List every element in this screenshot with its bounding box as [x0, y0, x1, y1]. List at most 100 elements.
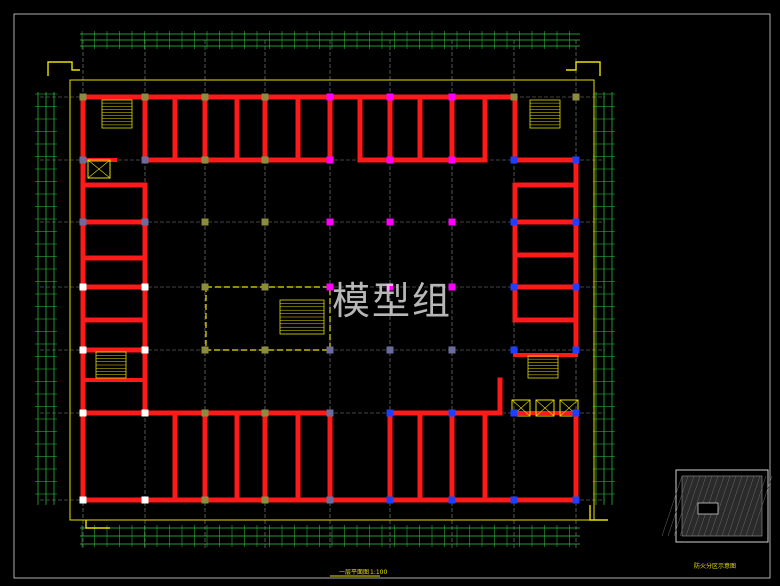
- column-46: [448, 346, 456, 354]
- drawing-frame: [13, 13, 771, 579]
- key-plan-hatch-line: [679, 475, 701, 537]
- column-13: [141, 496, 149, 504]
- column-34: [326, 496, 334, 504]
- site-outline: [69, 79, 595, 521]
- column-19: [201, 409, 209, 417]
- column-23: [261, 218, 269, 226]
- plan-scale: 1:100: [370, 569, 388, 576]
- column-45: [448, 283, 456, 291]
- column-4: [79, 346, 87, 354]
- key-plan-hatch-line: [685, 475, 707, 537]
- entrance-ne: [566, 61, 601, 76]
- column-2: [79, 218, 87, 226]
- column-1: [79, 156, 87, 164]
- column-17: [201, 283, 209, 291]
- column-25: [261, 346, 269, 354]
- stairs: [87, 99, 579, 417]
- column-31: [326, 283, 334, 291]
- key-plan-title: 防火分区示意图: [694, 563, 737, 570]
- column-16: [201, 218, 209, 226]
- column-49: [510, 93, 518, 101]
- key-plan-hatch-line: [751, 475, 773, 537]
- key-plan-hatch-line: [733, 475, 755, 537]
- key-plan-hatch-line: [721, 475, 743, 537]
- column-24: [261, 283, 269, 291]
- column-37: [386, 218, 394, 226]
- key-plan-hatch-line: [745, 475, 767, 537]
- key-plan-hatch-line: [667, 475, 689, 537]
- elevator-se-1: [535, 399, 555, 417]
- key-plan-frame: [675, 469, 769, 543]
- entrance-se: [589, 505, 608, 521]
- elevator-w-cross: [87, 159, 111, 179]
- plan-title: 一层平面图1:100: [339, 567, 387, 576]
- stair-frame-s-e: [527, 355, 559, 379]
- watermark-text: 模型组: [332, 279, 453, 323]
- column-56: [572, 93, 580, 101]
- plan-title-text: 一层平面图: [339, 569, 370, 576]
- column-0: [79, 93, 87, 101]
- column-38: [386, 283, 394, 291]
- column-21: [261, 93, 269, 101]
- column-36: [386, 156, 394, 164]
- column-33: [326, 409, 334, 417]
- column-61: [572, 409, 580, 417]
- column-11: [141, 346, 149, 354]
- column-51: [510, 218, 518, 226]
- axis-grid: [40, 40, 605, 548]
- atrium-outline: [205, 286, 331, 351]
- key-plan-atrium: [697, 502, 719, 515]
- column-9: [141, 218, 149, 226]
- column-6: [79, 496, 87, 504]
- elevator-se-cross: [535, 399, 555, 417]
- column-55: [510, 496, 518, 504]
- key-plan: [661, 469, 773, 543]
- entrance-nw: [47, 61, 80, 76]
- column-47: [448, 409, 456, 417]
- elevator-se-2: [559, 399, 579, 417]
- column-44: [448, 218, 456, 226]
- column-10: [141, 283, 149, 291]
- column-3: [79, 283, 87, 291]
- key-plan-hatch-line: [715, 475, 737, 537]
- column-8: [141, 156, 149, 164]
- column-52: [510, 283, 518, 291]
- column-35: [386, 93, 394, 101]
- column-54: [510, 409, 518, 417]
- column-26: [261, 409, 269, 417]
- elevator-se-cross: [559, 399, 579, 417]
- key-plan-hatch-line: [739, 475, 761, 537]
- column-14: [201, 93, 209, 101]
- column-5: [79, 409, 87, 417]
- entrance-sw: [85, 520, 110, 529]
- column-18: [201, 346, 209, 354]
- key-plan-hatch-line: [709, 475, 731, 537]
- column-40: [386, 409, 394, 417]
- columns: [79, 93, 580, 504]
- column-29: [326, 156, 334, 164]
- key-plan-hatch-line: [661, 475, 683, 537]
- column-20: [201, 496, 209, 504]
- column-60: [572, 346, 580, 354]
- column-42: [448, 93, 456, 101]
- stair-frame-nw: [101, 99, 133, 129]
- column-57: [572, 156, 580, 164]
- column-7: [141, 93, 149, 101]
- stair-frame-ne: [529, 99, 561, 129]
- column-22: [261, 156, 269, 164]
- column-12: [141, 409, 149, 417]
- column-50: [510, 156, 518, 164]
- key-plan-hatch-line: [727, 475, 749, 537]
- column-30: [326, 218, 334, 226]
- elevator-w: [87, 159, 111, 179]
- key-plan-hatch-line: [673, 475, 695, 537]
- column-39: [386, 346, 394, 354]
- column-27: [261, 496, 269, 504]
- column-48: [448, 496, 456, 504]
- column-62: [572, 496, 580, 504]
- column-15: [201, 156, 209, 164]
- column-59: [572, 283, 580, 291]
- column-28: [326, 93, 334, 101]
- column-32: [326, 346, 334, 354]
